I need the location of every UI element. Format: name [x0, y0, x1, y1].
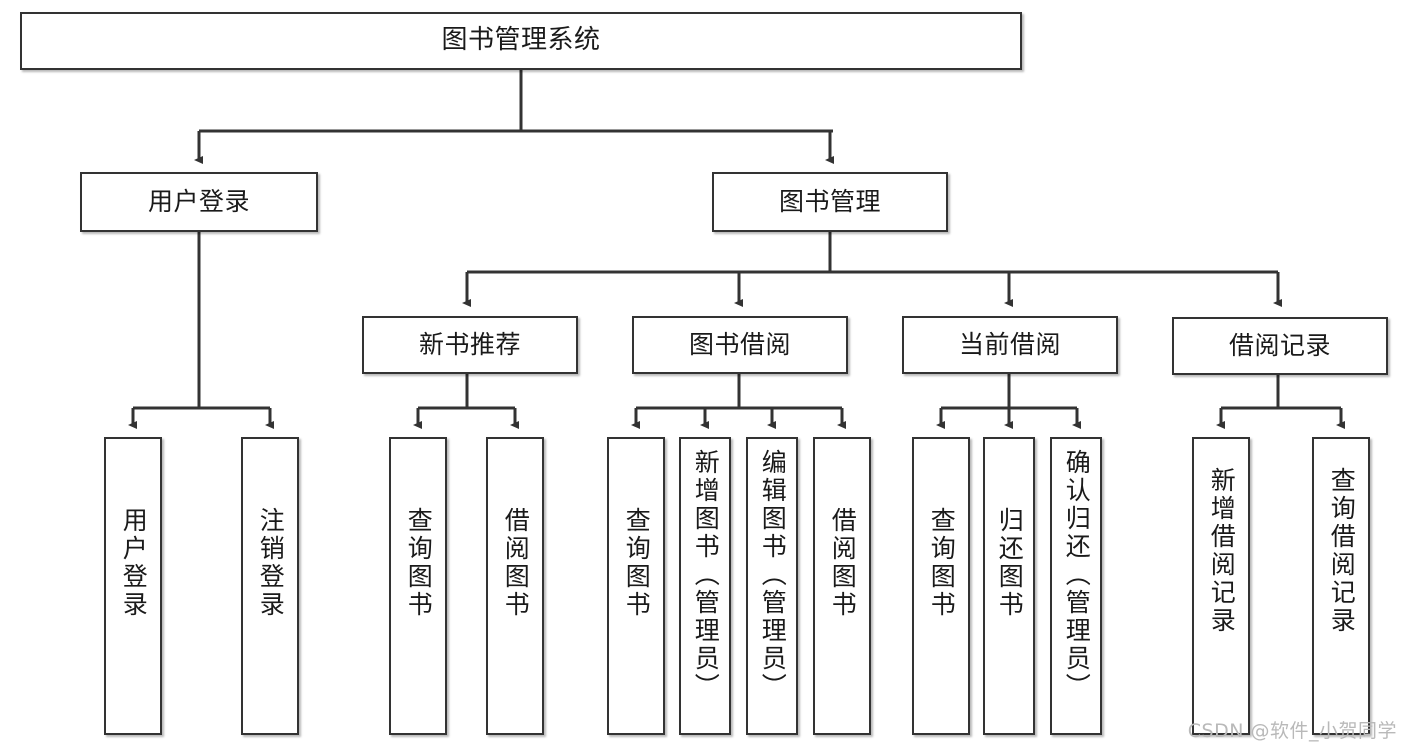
leaf-logout[interactable]: 注销登录	[241, 437, 299, 735]
node-label: 借阅图书	[501, 507, 531, 619]
leaf-edit-book-admin[interactable]: 编辑图书（管理员）	[746, 437, 798, 735]
node-label: 新书推荐	[418, 329, 521, 359]
node-label: 查询图书	[622, 507, 652, 619]
node-label: 查询图书	[927, 507, 957, 619]
leaf-borrow-book-recommend[interactable]: 借阅图书	[486, 437, 544, 735]
node-label: 借阅记录	[1228, 330, 1331, 360]
node-label: 新增图书（管理员）	[691, 449, 721, 701]
watermark-text: CSDN @软件_小贺同学	[1187, 720, 1397, 742]
leaf-return-book[interactable]: 归还图书	[983, 437, 1035, 735]
leaf-confirm-return-admin[interactable]: 确认归还（管理员）	[1050, 437, 1102, 735]
leaf-user-login[interactable]: 用户登录	[104, 437, 162, 735]
leaf-query-book-current[interactable]: 查询图书	[912, 437, 970, 735]
node-user-login[interactable]: 用户登录	[80, 172, 318, 232]
leaf-add-borrow-record[interactable]: 新增借阅记录	[1192, 437, 1250, 735]
node-label: 图书管理系统	[441, 25, 601, 56]
node-label: 编辑图书（管理员）	[758, 449, 788, 701]
node-borrow-record[interactable]: 借阅记录	[1172, 317, 1388, 375]
node-label: 图书管理	[778, 186, 881, 216]
node-label: 用户登录	[147, 186, 250, 216]
node-label: 查询借阅记录	[1327, 467, 1357, 635]
node-current-borrow[interactable]: 当前借阅	[902, 316, 1118, 374]
node-book-management[interactable]: 图书管理	[712, 172, 948, 232]
leaf-query-book-recommend[interactable]: 查询图书	[389, 437, 447, 735]
leaf-borrow-book[interactable]: 借阅图书	[813, 437, 871, 735]
node-label: 图书借阅	[688, 329, 791, 359]
node-label: 注销登录	[256, 507, 286, 619]
node-new-book-recommend[interactable]: 新书推荐	[362, 316, 578, 374]
leaf-query-book-borrow[interactable]: 查询图书	[607, 437, 665, 735]
leaf-add-book-admin[interactable]: 新增图书（管理员）	[679, 437, 731, 735]
node-label: 用户登录	[119, 507, 149, 619]
node-root-system[interactable]: 图书管理系统	[20, 12, 1022, 70]
node-label: 查询图书	[404, 507, 434, 619]
node-label: 借阅图书	[828, 507, 858, 619]
node-label: 当前借阅	[958, 329, 1061, 359]
node-book-borrow[interactable]: 图书借阅	[632, 316, 848, 374]
node-label: 新增借阅记录	[1207, 467, 1237, 635]
leaf-query-borrow-record[interactable]: 查询借阅记录	[1312, 437, 1370, 735]
node-label: 归还图书	[995, 507, 1025, 619]
node-label: 确认归还（管理员）	[1062, 449, 1092, 701]
